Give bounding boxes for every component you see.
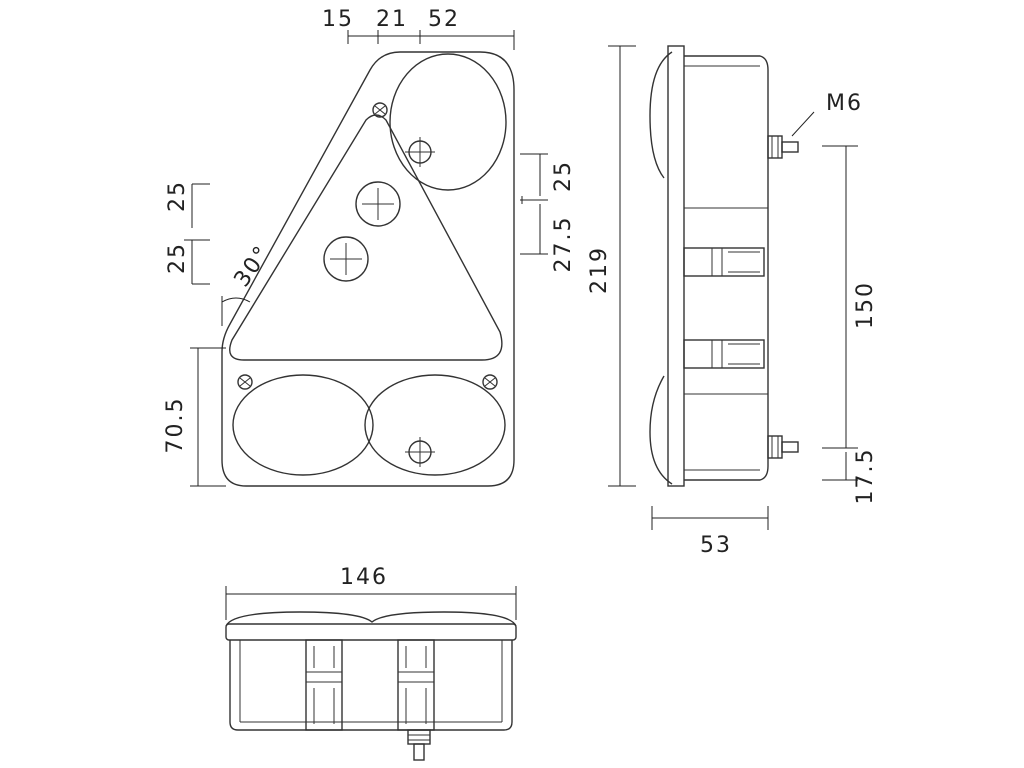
bottom-lens	[225, 611, 517, 627]
dim-height	[608, 45, 636, 487]
mounting-hole-lower-triangle	[323, 236, 369, 282]
dim-left-upper	[184, 183, 210, 285]
dim-left-bottom	[190, 347, 226, 487]
bottom-view: 146	[225, 565, 517, 761]
side-clip-upper	[683, 247, 765, 277]
bottom-right-lamp	[364, 374, 506, 476]
mounting-hole-upper-triangle	[355, 181, 401, 227]
dim-top	[347, 30, 515, 50]
dim-bolt-spacing	[822, 145, 858, 481]
dim-top-left-label: 15	[322, 7, 354, 32]
dim-left-lower-label: 25	[165, 242, 190, 274]
bottom-clip-right	[397, 639, 435, 731]
dim-right	[520, 153, 548, 255]
mounting-hole-bottom	[405, 437, 435, 467]
dim-bolt-spacing-label: 150	[853, 281, 878, 329]
side-lens-bottom	[649, 375, 673, 485]
bottom-housing	[229, 640, 513, 731]
dim-left-upper-label: 25	[165, 180, 190, 212]
side-bolt-bottom	[767, 435, 799, 459]
side-clip-lower	[683, 339, 765, 369]
screw-left	[237, 374, 253, 390]
mounting-hole-top	[405, 137, 435, 167]
thread-leader	[791, 111, 815, 137]
screw-right	[482, 374, 498, 390]
bottom-clip-left	[305, 639, 343, 731]
dim-width-label: 146	[340, 565, 388, 590]
side-flange	[667, 45, 685, 487]
bottom-left-lamp	[232, 374, 374, 476]
upper-lamp	[389, 53, 507, 191]
side-bolt-top	[767, 135, 799, 159]
dim-right-upper-label: 25	[551, 160, 576, 192]
side-lens-top	[649, 51, 673, 179]
dim-top-mid-label: 21	[376, 7, 408, 32]
dim-left-bottom-label: 70.5	[163, 397, 188, 454]
side-view: M6 219 150 17.5 53	[587, 45, 878, 558]
reflector-triangle	[229, 114, 503, 361]
dim-bolt-offset-label: 17.5	[853, 448, 878, 505]
dim-height-label: 219	[587, 246, 612, 294]
dim-angle-label: 30°	[230, 241, 276, 292]
bottom-flange	[225, 623, 517, 641]
dim-right-lower-label: 27.5	[551, 216, 576, 273]
bottom-bolt	[407, 729, 431, 761]
screw-top	[372, 102, 388, 118]
thread-label: M6	[826, 91, 863, 116]
dim-width	[225, 586, 517, 620]
dim-top-right-label: 52	[428, 7, 460, 32]
side-housing	[684, 55, 769, 481]
housing-outline	[221, 51, 515, 487]
dim-angle	[221, 296, 251, 326]
dim-depth-label: 53	[700, 533, 732, 558]
dim-depth	[651, 506, 769, 530]
front-view: 15 21 52 25 25 30° 70.5	[163, 7, 576, 487]
